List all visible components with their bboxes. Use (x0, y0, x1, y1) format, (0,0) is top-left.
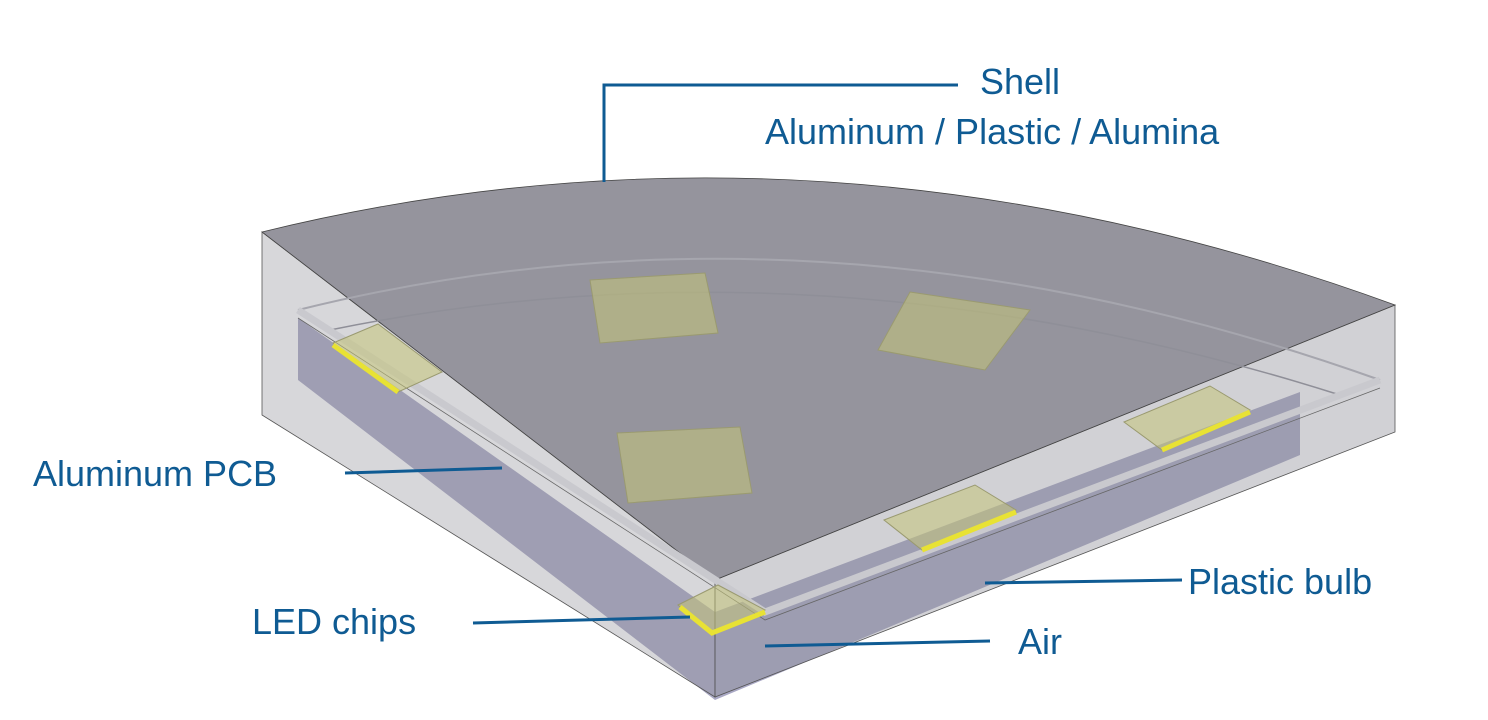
pcb-label: Aluminum PCB (33, 453, 278, 494)
shell-leader-line (602, 83, 958, 182)
pcb-leader-line (344, 466, 503, 475)
air-label: Air (1018, 621, 1062, 662)
bulb-leader-line (984, 578, 1183, 585)
led-chip (1122, 385, 1252, 451)
aluminum-pcb-edge-line (297, 317, 1381, 621)
led-chip (616, 426, 753, 504)
led-chips-label: LED chips (252, 601, 417, 642)
bulb-arc (297, 257, 1381, 381)
shell-label: Shell (980, 61, 1061, 102)
led-chip-edges (331, 342, 1251, 636)
led-chip (883, 484, 1018, 551)
led-chip (589, 272, 719, 344)
led-chip (877, 291, 1031, 371)
shell-top (261, 177, 1397, 581)
air-leader-line (764, 639, 991, 648)
bulb-arc-inner (329, 291, 1341, 396)
shell-materials-label: Aluminum / Plastic / Alumina (765, 111, 1220, 152)
plastic-bulb-label: Plastic bulb (1188, 561, 1373, 602)
led-leader-line (472, 615, 691, 625)
led-chips (332, 272, 1252, 636)
air-region (298, 318, 1300, 700)
